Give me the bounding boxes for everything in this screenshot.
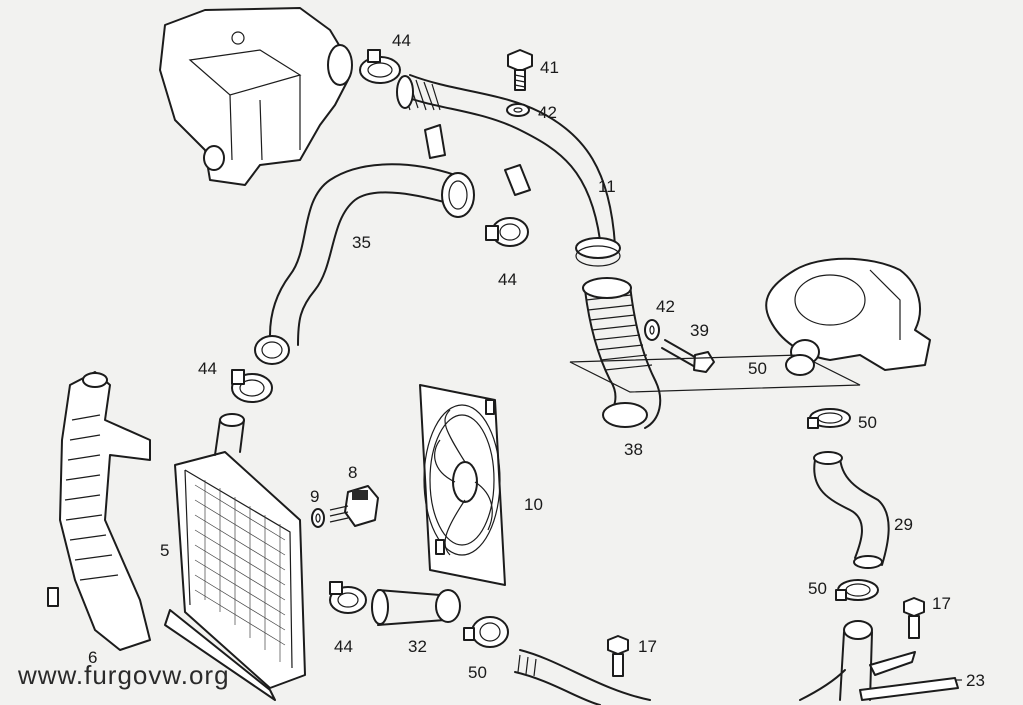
callout-17: 17 xyxy=(638,637,657,656)
washer-42-right xyxy=(644,319,660,341)
callout-17: 17 xyxy=(932,594,951,613)
callout-50: 50 xyxy=(808,579,827,598)
hose-32 xyxy=(371,589,461,626)
callout-10: 10 xyxy=(524,495,543,514)
hose-clamp-44-bottom xyxy=(329,581,367,614)
callout-32: 32 xyxy=(408,637,427,656)
callout-50: 50 xyxy=(858,413,877,432)
callout-9: 9 xyxy=(310,487,319,506)
bolt-39 xyxy=(661,339,715,373)
hose-clamp-44-left xyxy=(231,369,273,403)
sensor-8 xyxy=(329,485,379,527)
engine-block xyxy=(159,7,353,186)
callout-5: 5 xyxy=(160,541,169,560)
hose-clamp-50-b xyxy=(807,408,851,429)
turbo-housing xyxy=(765,257,931,371)
sealing-plane xyxy=(569,354,861,393)
watermark-text: www.furgovw.org xyxy=(17,660,230,690)
bolt-17-mid xyxy=(607,635,629,677)
callout-42: 42 xyxy=(538,103,557,122)
callout-38: 38 xyxy=(624,440,643,459)
callout-11: 11 xyxy=(598,177,616,196)
radiator-5 xyxy=(164,413,306,701)
bolt-41 xyxy=(507,49,533,91)
air-duct-6 xyxy=(47,371,151,651)
callout-39: 39 xyxy=(690,321,709,340)
callout-35: 35 xyxy=(352,233,371,252)
callout-labels: 44 41 42 11 35 44 42 39 50 44 50 38 8 9 … xyxy=(88,31,985,690)
callout-50: 50 xyxy=(468,663,487,682)
callout-23: 23 xyxy=(966,671,985,690)
hose-clamp-50-bottom xyxy=(463,616,509,648)
callout-44: 44 xyxy=(392,31,411,50)
callout-44: 44 xyxy=(334,637,353,656)
hose-clamp-50-right xyxy=(835,579,879,601)
callout-44: 44 xyxy=(198,359,217,378)
callout-6: 6 xyxy=(88,648,97,667)
hose-clamp-44-mid xyxy=(485,217,529,247)
callout-42: 42 xyxy=(656,297,675,316)
hose-29 xyxy=(813,451,890,569)
hose-clamp-44-top xyxy=(359,49,401,84)
callout-8: 8 xyxy=(348,463,357,482)
corrugated-hose-38 xyxy=(582,277,662,429)
hose-35 xyxy=(254,163,475,365)
hose-clamp-50-a xyxy=(785,354,815,376)
charge-air-pipe-11 xyxy=(396,74,621,267)
pipe-bracket-23 xyxy=(799,620,959,701)
callout-41: 41 xyxy=(540,58,559,77)
lower-pipe xyxy=(514,649,651,705)
callout-29: 29 xyxy=(894,515,913,534)
washer-42-top xyxy=(506,103,530,117)
bolt-17-right xyxy=(903,597,925,639)
callout-50: 50 xyxy=(748,359,767,378)
seal-ring-9 xyxy=(311,508,325,528)
callout-44: 44 xyxy=(498,270,517,289)
cooling-fan-10 xyxy=(419,384,506,586)
